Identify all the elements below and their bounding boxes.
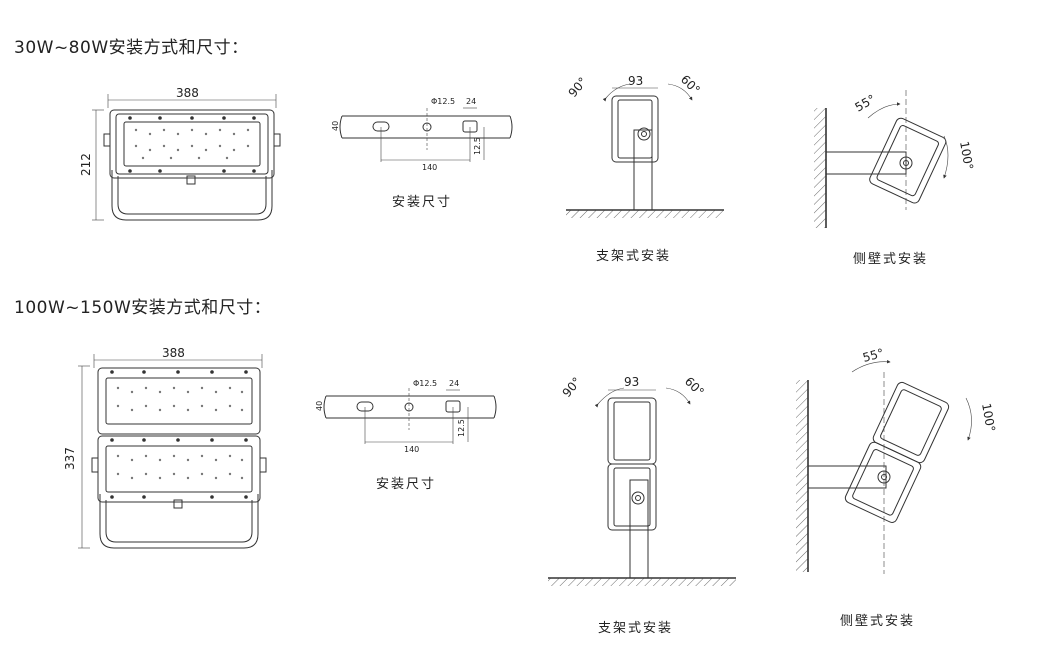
mount-caption-1: 安装尺寸 [392, 195, 453, 210]
mount-hole-label-1: Φ12.5 [431, 97, 455, 106]
section-title-2: 100W~150W安装方式和尺寸： [14, 298, 272, 318]
wall-view-2: 55° 100° [796, 346, 998, 574]
mount-height-label-2: 40 [315, 401, 324, 411]
wall-angle-top-1: 55° [853, 92, 878, 115]
mount-offset-label-2: 12.5 [457, 419, 466, 437]
front-height-label-2: 337 [63, 447, 77, 470]
bracket-angle-left-1: 90° [566, 75, 590, 100]
wall-caption-2: 侧壁式安装 [840, 614, 916, 629]
mount-hole-label-2: Φ12.5 [413, 379, 437, 388]
bracket-width-label-1: 93 [628, 74, 643, 88]
front-width-label-2: 388 [162, 346, 185, 360]
wall-caption-1: 侧壁式安装 [853, 252, 929, 267]
mount-slot-label-1: 24 [466, 97, 476, 106]
wall-angle-side-1: 100° [957, 140, 976, 171]
bracket-width-label-2: 93 [624, 375, 639, 389]
mount-offset-label-1: 12.5 [473, 137, 482, 155]
mount-spacing-label-1: 140 [422, 163, 437, 172]
front-height-label-1: 212 [79, 153, 93, 176]
bracket-view-1: 93 90° 60° [566, 72, 724, 218]
bracket-view-2: 93 90° 60° [548, 374, 736, 586]
mount-diagram-2: 140 40 Φ12.5 24 12.5 [315, 379, 497, 454]
wall-view-1: 55° 100° [814, 90, 976, 228]
section-title-1: 30W~80W安装方式和尺寸： [14, 38, 249, 58]
mount-slot-label-2: 24 [449, 379, 459, 388]
wall-angle-side-2: 100° [979, 402, 998, 433]
bracket-angle-right-2: 60° [682, 374, 707, 399]
bracket-angle-left-2: 90° [560, 375, 584, 400]
front-width-label-1: 388 [176, 86, 199, 100]
mount-height-label-1: 40 [331, 121, 340, 131]
bracket-angle-right-1: 60° [678, 72, 703, 97]
front-view-2: 388 337 [63, 346, 267, 549]
mount-spacing-label-2: 140 [404, 445, 419, 454]
bracket-caption-2: 支架式安装 [598, 621, 674, 636]
bracket-caption-1: 支架式安装 [596, 249, 672, 264]
mount-caption-2: 安装尺寸 [376, 477, 437, 492]
wall-angle-top-2: 55° [861, 346, 885, 365]
mount-diagram-1: 140 40 Φ12.5 24 12.5 [331, 97, 513, 172]
front-view-1: 388 212 [79, 86, 281, 221]
